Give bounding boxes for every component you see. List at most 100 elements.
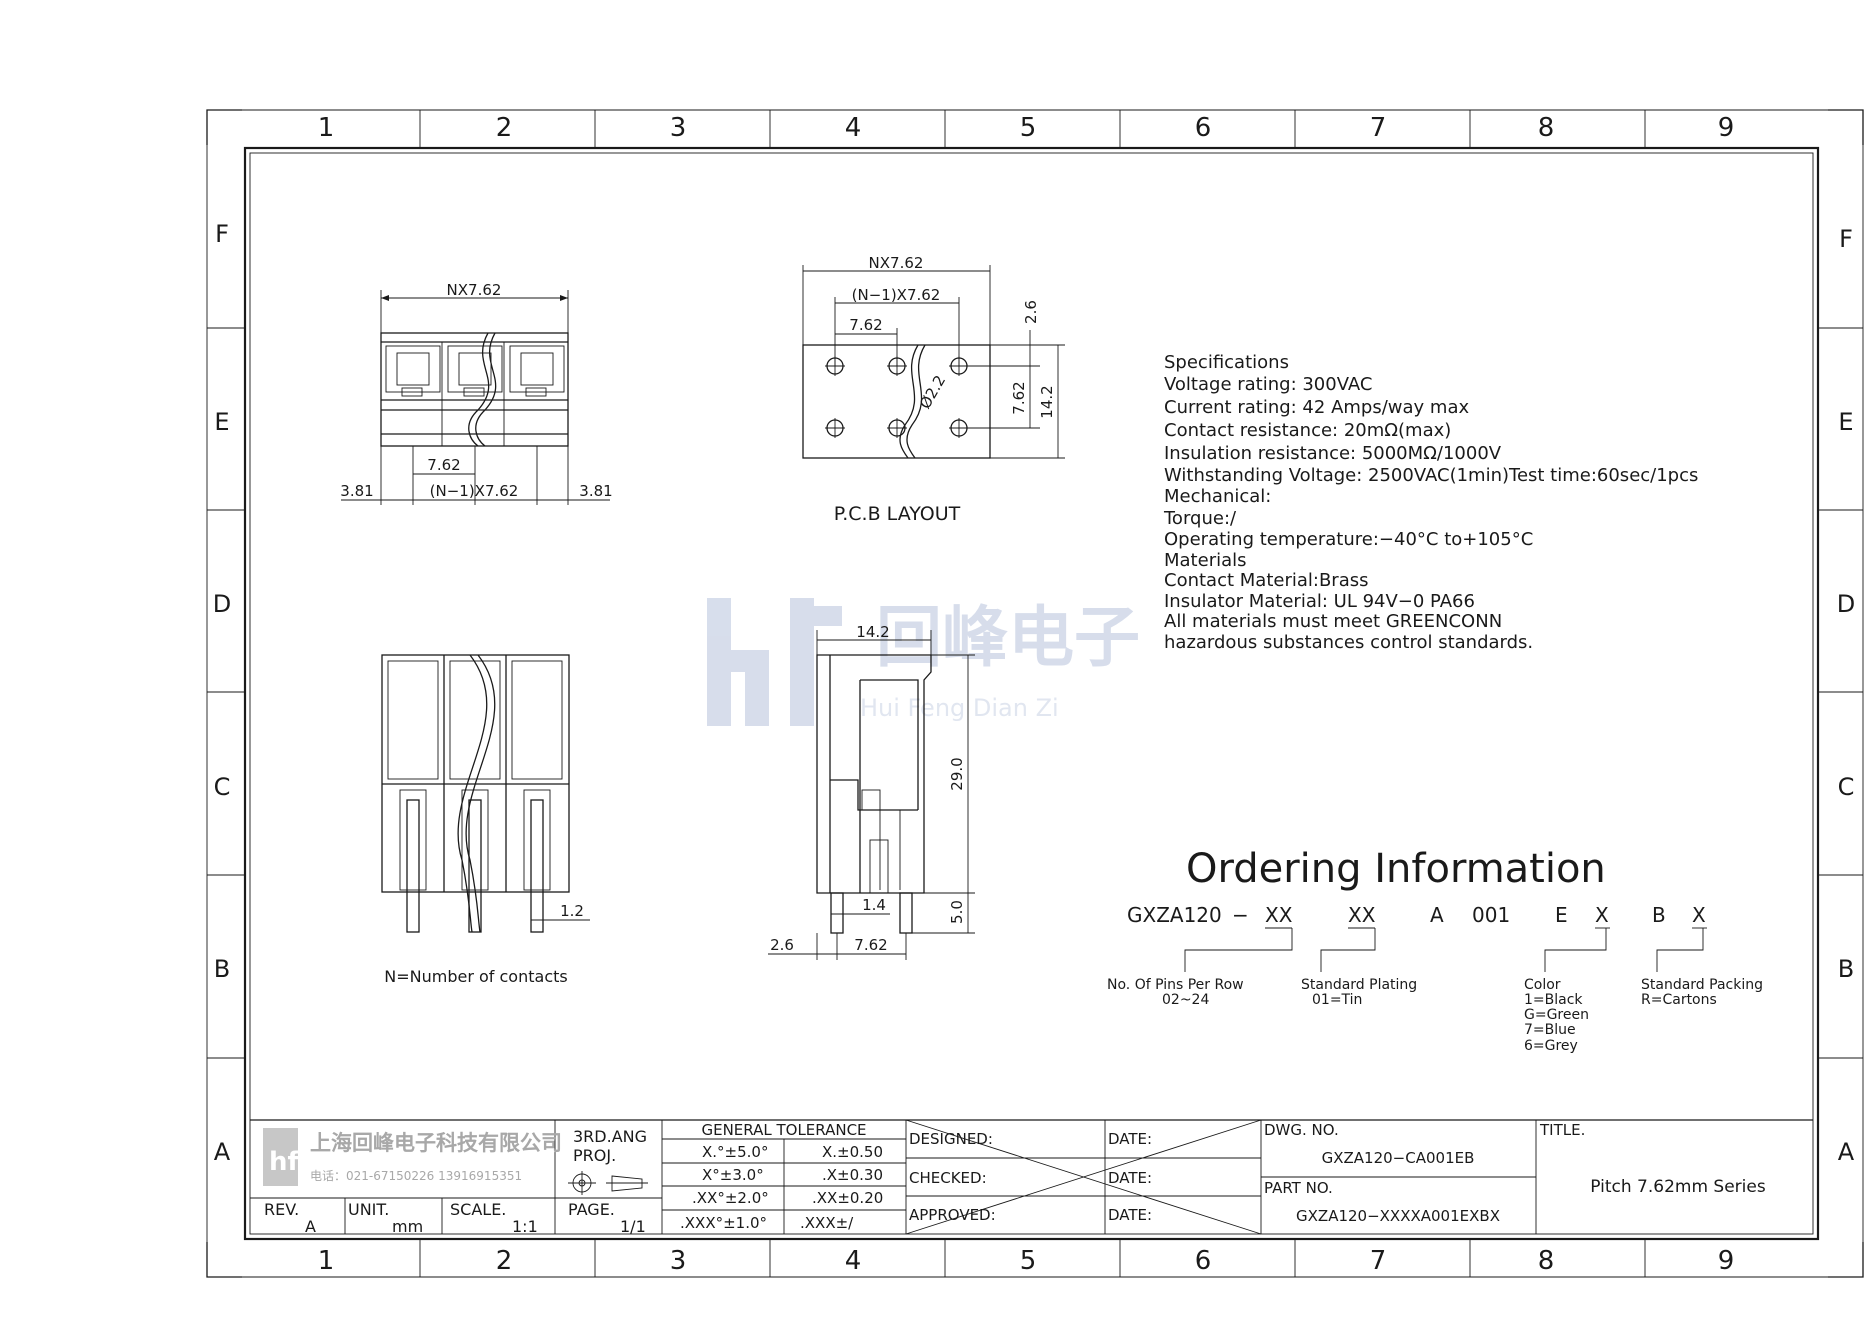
- tolerance-linear: .XXX±/: [800, 1214, 854, 1232]
- row-label-left: E: [214, 408, 229, 436]
- title-block: hf 上海回峰电子科技有限公司 电话：021-67150226 13916915…: [250, 1119, 1813, 1236]
- color-option: 7=Blue: [1524, 1022, 1576, 1038]
- projection-symbol-icon: [568, 1171, 648, 1195]
- row-label-right: B: [1838, 955, 1854, 983]
- code-001: 001: [1472, 903, 1510, 927]
- row-label-left: F: [215, 220, 229, 248]
- code-pins: XX: [1265, 903, 1293, 927]
- row-label-right: A: [1838, 1138, 1855, 1166]
- col-label-bottom: 7: [1370, 1246, 1387, 1276]
- dim-label: 7.62: [854, 936, 887, 954]
- part-no-label: PART NO.: [1264, 1179, 1333, 1197]
- tolerance-angle: .XX°±2.0°: [692, 1189, 769, 1207]
- row-label-left: B: [214, 955, 230, 983]
- dim-label: 3.81: [340, 482, 373, 500]
- tolerance-title: GENERAL TOLERANCE: [701, 1121, 866, 1139]
- rev-value: A: [305, 1217, 316, 1236]
- dim-label: 14.2: [856, 623, 889, 641]
- scale-value: 1:1: [512, 1217, 538, 1236]
- plating-label: Standard Plating: [1301, 977, 1417, 993]
- spec-line: Contact Material:Brass: [1164, 570, 1368, 591]
- code-b: B: [1652, 903, 1666, 927]
- col-label-top: 8: [1538, 113, 1555, 143]
- sheet-frame: 1 2 3 4 5 6 7 8 9 1 2 3 4 5 6 7 8 9 F E …: [206, 109, 1864, 1278]
- title-label: TITLE.: [1539, 1121, 1585, 1139]
- company-logo-mark: hf: [269, 1147, 300, 1177]
- dim-label: 2.6: [1022, 300, 1040, 324]
- row-label-left: A: [214, 1138, 231, 1166]
- code-e: E: [1555, 903, 1568, 927]
- dim-label: 2.6: [770, 936, 794, 954]
- dim-label: NX7.62: [869, 254, 924, 272]
- col-label-bottom: 5: [1020, 1246, 1037, 1276]
- page-label: PAGE.: [568, 1200, 615, 1219]
- spec-line: Materials: [1164, 550, 1247, 571]
- code-prefix: GXZA120: [1127, 903, 1222, 927]
- page-value: 1/1: [620, 1217, 646, 1236]
- title-value: Pitch 7.62mm Series: [1590, 1177, 1766, 1197]
- unit-value: mm: [392, 1217, 423, 1236]
- tolerance-linear: X.±0.50: [822, 1143, 883, 1161]
- color-option: 6=Grey: [1524, 1038, 1578, 1054]
- col-label-top: 2: [496, 113, 513, 143]
- pcb-layout-caption: P.C.B LAYOUT: [834, 503, 961, 525]
- tolerance-angle: .XXX°±1.0°: [680, 1214, 767, 1232]
- tolerance-linear: .XX±0.20: [812, 1189, 883, 1207]
- company-logo: [263, 1128, 298, 1186]
- date-label: DATE:: [1108, 1130, 1152, 1148]
- ordering-information: Ordering Information GXZA120 − XX XX A 0…: [1107, 846, 1763, 1054]
- color-label: Color: [1524, 977, 1561, 993]
- date-label: DATE:: [1108, 1169, 1152, 1187]
- spec-line: Withstanding Voltage: 2500VAC(1min)Test …: [1164, 465, 1698, 486]
- col-label-bottom: 3: [670, 1246, 687, 1276]
- specifications: Specifications Voltage rating: 300VAC Cu…: [1163, 352, 1698, 653]
- spec-line: Operating temperature:−40°C to+105°C: [1164, 529, 1533, 550]
- tolerance-linear: .X±0.30: [822, 1166, 883, 1184]
- col-label-bottom: 1: [318, 1246, 335, 1276]
- pcb-layout-view: NX7.62 (N−1)X7.62 7.62 Ø2.2 2.6 7.62 14.…: [802, 254, 1065, 525]
- col-label-bottom: 6: [1195, 1246, 1212, 1276]
- contacts-note: N=Number of contacts: [384, 967, 567, 986]
- code-plating: XX: [1348, 903, 1376, 927]
- row-label-right: C: [1838, 773, 1855, 801]
- ordering-title: Ordering Information: [1186, 846, 1606, 892]
- designed-label: DESIGNED:: [909, 1130, 993, 1148]
- dim-label: 7.62: [1010, 381, 1028, 414]
- row-label-right: D: [1837, 590, 1855, 618]
- dim-label: (N−1)X7.62: [852, 286, 941, 304]
- company-name: 上海回峰电子科技有限公司: [310, 1131, 562, 1155]
- col-label-bottom: 4: [845, 1246, 862, 1276]
- front-view: NX7.62 7.62 (N−1)X7.62 3.81 3.81: [340, 281, 613, 505]
- spec-line: Current rating: 42 Amps/way max: [1164, 397, 1469, 418]
- watermark-en: Hui Feng Dian Zi: [860, 694, 1059, 722]
- unit-label: UNIT.: [348, 1200, 389, 1219]
- spec-line: Contact resistance: 20mΩ(max): [1164, 420, 1451, 441]
- color-option: 1=Black: [1524, 992, 1583, 1008]
- col-label-top: 1: [318, 113, 335, 143]
- dim-label: 14.2: [1038, 385, 1056, 418]
- projection-line1: 3RD.ANG: [573, 1127, 647, 1146]
- tolerance-angle: X.°±5.0°: [702, 1143, 768, 1161]
- scale-label: SCALE.: [450, 1200, 506, 1219]
- col-label-top: 3: [670, 113, 687, 143]
- rev-label: REV.: [264, 1200, 299, 1219]
- dwg-no-label: DWG. NO.: [1264, 1121, 1339, 1139]
- row-label-right: E: [1838, 408, 1853, 436]
- tolerance-angle: X°±3.0°: [702, 1166, 764, 1184]
- row-label-left: D: [213, 590, 231, 618]
- spec-line: Specifications: [1164, 352, 1289, 373]
- spec-line: hazardous substances control standards.: [1164, 632, 1533, 653]
- col-label-top: 5: [1020, 113, 1037, 143]
- code-packing: X: [1692, 903, 1706, 927]
- code-dash: −: [1232, 903, 1249, 927]
- col-label-bottom: 8: [1538, 1246, 1555, 1276]
- checked-label: CHECKED:: [909, 1169, 987, 1187]
- dim-label: (N−1)X7.62: [430, 482, 519, 500]
- side-view: 14.2 29.0 5.0 1.4 2.6 7.62: [768, 623, 975, 960]
- spec-line: Insulator Material: UL 94V−0 PA66: [1164, 591, 1475, 612]
- bottom-view: 1.2 N=Number of contacts: [381, 654, 590, 986]
- row-label-right: F: [1839, 225, 1853, 253]
- company-phone: 电话：021-67150226 13916915351: [310, 1169, 522, 1183]
- date-label: DATE:: [1108, 1206, 1152, 1224]
- spec-line: Torque:/: [1163, 508, 1237, 529]
